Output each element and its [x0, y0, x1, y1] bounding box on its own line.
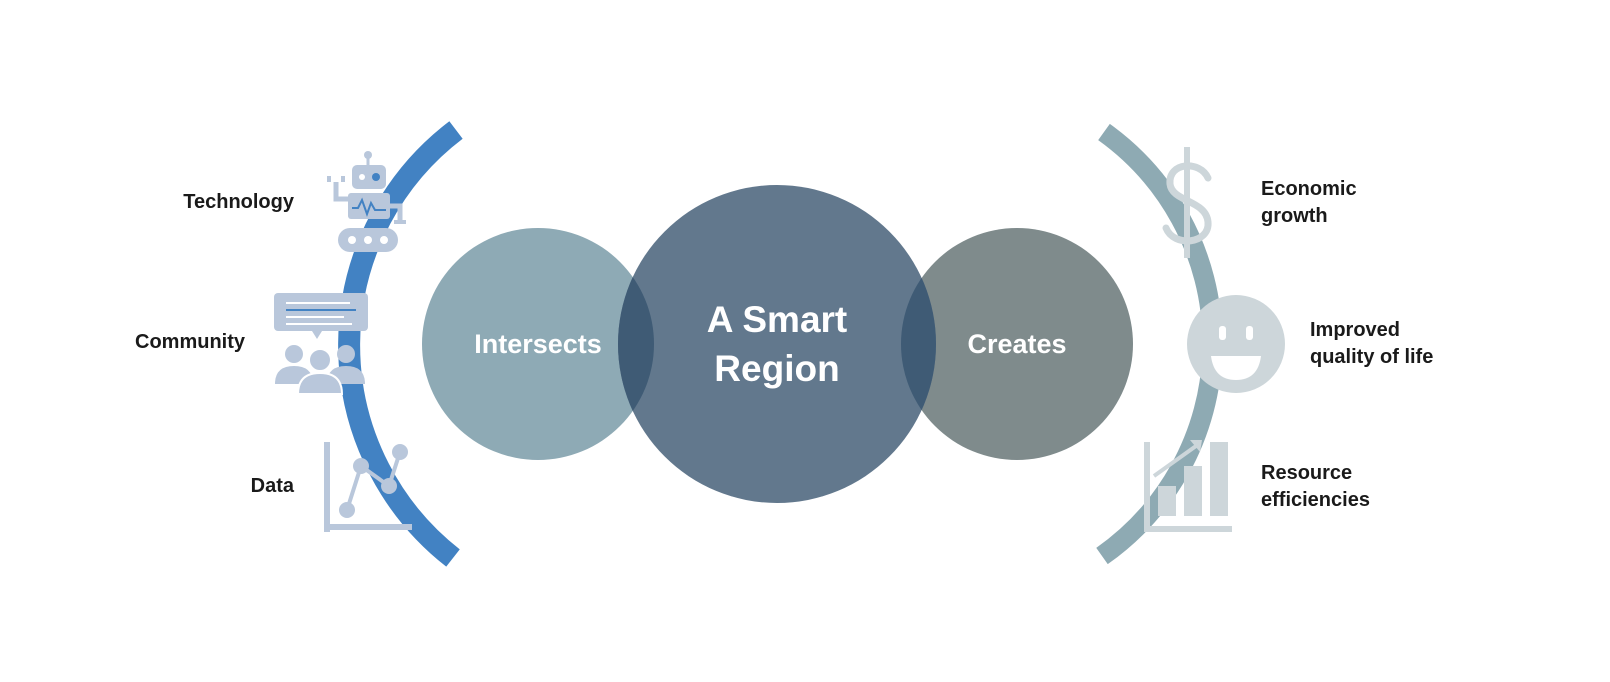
- input-label-technology: Technology: [183, 191, 294, 213]
- outcome-label-resource-efficiencies: Resource efficiencies: [1261, 462, 1370, 511]
- smart-region-circle: [618, 185, 936, 503]
- creates-circle: [901, 228, 1133, 460]
- dollar-icon: [1162, 147, 1212, 258]
- input-label-community: Community: [135, 331, 245, 353]
- outcome-label-quality-of-life: Improved quality of life: [1310, 319, 1434, 368]
- creates-label: Creates: [967, 329, 1066, 359]
- input-label-data: Data: [250, 475, 294, 497]
- robot-icon: [327, 151, 406, 252]
- center-title-line2: Region: [714, 348, 839, 389]
- left-arc: [338, 121, 463, 567]
- center-title-line1: A Smart: [707, 299, 848, 340]
- community-chat-icon: [274, 293, 368, 395]
- intersects-label: Intersects: [474, 329, 602, 359]
- intersects-circle: [422, 228, 654, 460]
- outcome-label-economic-growth: Economic growth: [1261, 178, 1357, 227]
- growth-bars-icon: [1144, 440, 1232, 532]
- smiley-icon: [1187, 295, 1285, 393]
- data-chart-icon: [324, 442, 412, 532]
